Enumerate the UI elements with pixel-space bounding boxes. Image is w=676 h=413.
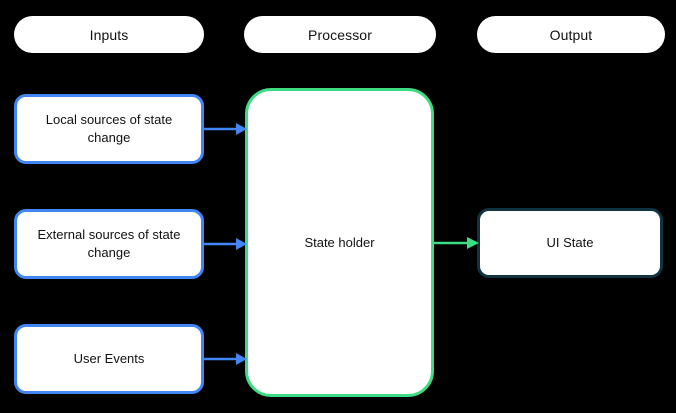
node-state-holder-label: State holder [304,235,375,250]
column-header-inputs-label: Inputs [89,26,129,43]
node-external-sources-label: External sources of state change [37,227,181,260]
node-user-events: User Events [14,324,204,394]
node-external-sources-of-state-change: External sources of state change [14,209,204,279]
column-header-inputs: Inputs [14,16,204,53]
column-header-output-label: Output [549,26,593,43]
arrow-user-events-to-state-holder [204,349,248,369]
node-state-holder: State holder [245,88,434,397]
node-local-sources-label: Local sources of state change [45,112,173,145]
node-local-sources-of-state-change: Local sources of state change [14,94,204,164]
arrow-state-holder-to-ui-state [434,233,480,253]
arrow-local-sources-to-state-holder [204,119,248,139]
arrow-external-sources-to-state-holder [204,234,248,254]
column-header-processor-label: Processor [308,26,372,43]
column-header-processor: Processor [244,16,436,53]
node-ui-state-label: UI State [546,235,594,251]
node-user-events-label: User Events [73,351,145,367]
column-header-output: Output [477,16,665,53]
node-ui-state: UI State [477,208,663,278]
